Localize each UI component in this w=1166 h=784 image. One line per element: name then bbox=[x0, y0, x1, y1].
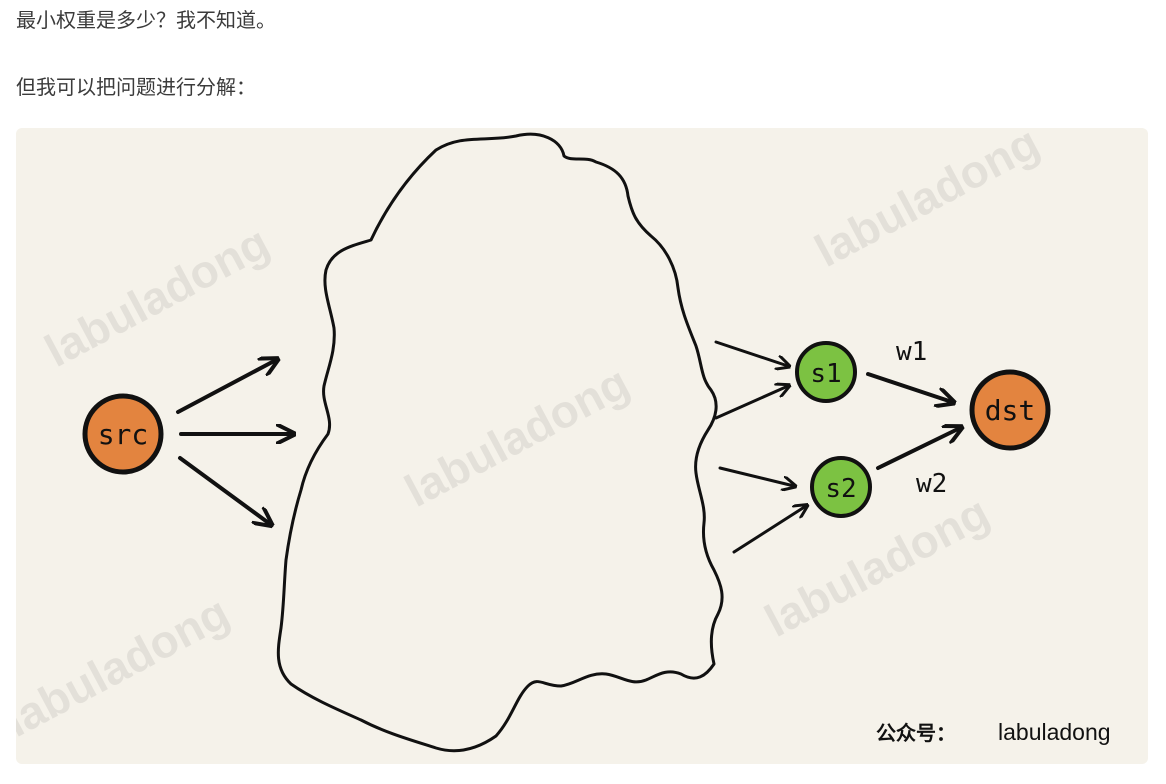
arrow-src-up bbox=[176, 360, 276, 414]
edge-s2-dst bbox=[876, 428, 960, 470]
credit-name: labuladong bbox=[998, 719, 1111, 745]
node-dst-label: dst bbox=[985, 394, 1036, 427]
cloud-out-arrows bbox=[714, 340, 806, 554]
edge-label-w1: w1 bbox=[896, 337, 927, 367]
arrow-src-down bbox=[178, 456, 270, 524]
node-s1: s1 bbox=[795, 341, 857, 403]
watermark: labuladong bbox=[36, 216, 277, 377]
arrow-to-s2-lower bbox=[732, 506, 806, 554]
edge-s1-dst bbox=[866, 372, 952, 402]
credit-label: 公众号： bbox=[876, 721, 956, 745]
graph-diagram: labuladong labuladong labuladong labulad… bbox=[16, 128, 1148, 764]
src-out-arrows bbox=[176, 360, 292, 524]
node-dst: dst bbox=[969, 369, 1051, 451]
watermarks: labuladong labuladong labuladong labulad… bbox=[16, 128, 1047, 747]
arrow-to-s2-upper bbox=[718, 466, 794, 486]
credit: 公众号： labuladong bbox=[876, 719, 1111, 745]
node-src-label: src bbox=[98, 418, 149, 451]
node-s2-label: s2 bbox=[825, 474, 856, 504]
watermark: labuladong bbox=[396, 356, 637, 517]
watermark: labuladong bbox=[806, 128, 1047, 277]
arrow-to-s1-upper bbox=[714, 340, 788, 366]
node-src: src bbox=[82, 393, 164, 475]
node-s2: s2 bbox=[810, 456, 872, 518]
node-s1-label: s1 bbox=[810, 359, 841, 389]
decomposition-text: 但我可以把问题进行分解： bbox=[16, 75, 256, 99]
arrow-to-s1-lower bbox=[714, 386, 788, 420]
dst-in-arrows bbox=[866, 372, 960, 470]
question-text: 最小权重是多少？我不知道。 bbox=[16, 8, 276, 32]
watermark: labuladong bbox=[756, 486, 997, 647]
edge-label-w2: w2 bbox=[916, 469, 947, 499]
watermark: labuladong bbox=[16, 586, 237, 747]
unknown-subgraph-cloud bbox=[276, 132, 724, 753]
